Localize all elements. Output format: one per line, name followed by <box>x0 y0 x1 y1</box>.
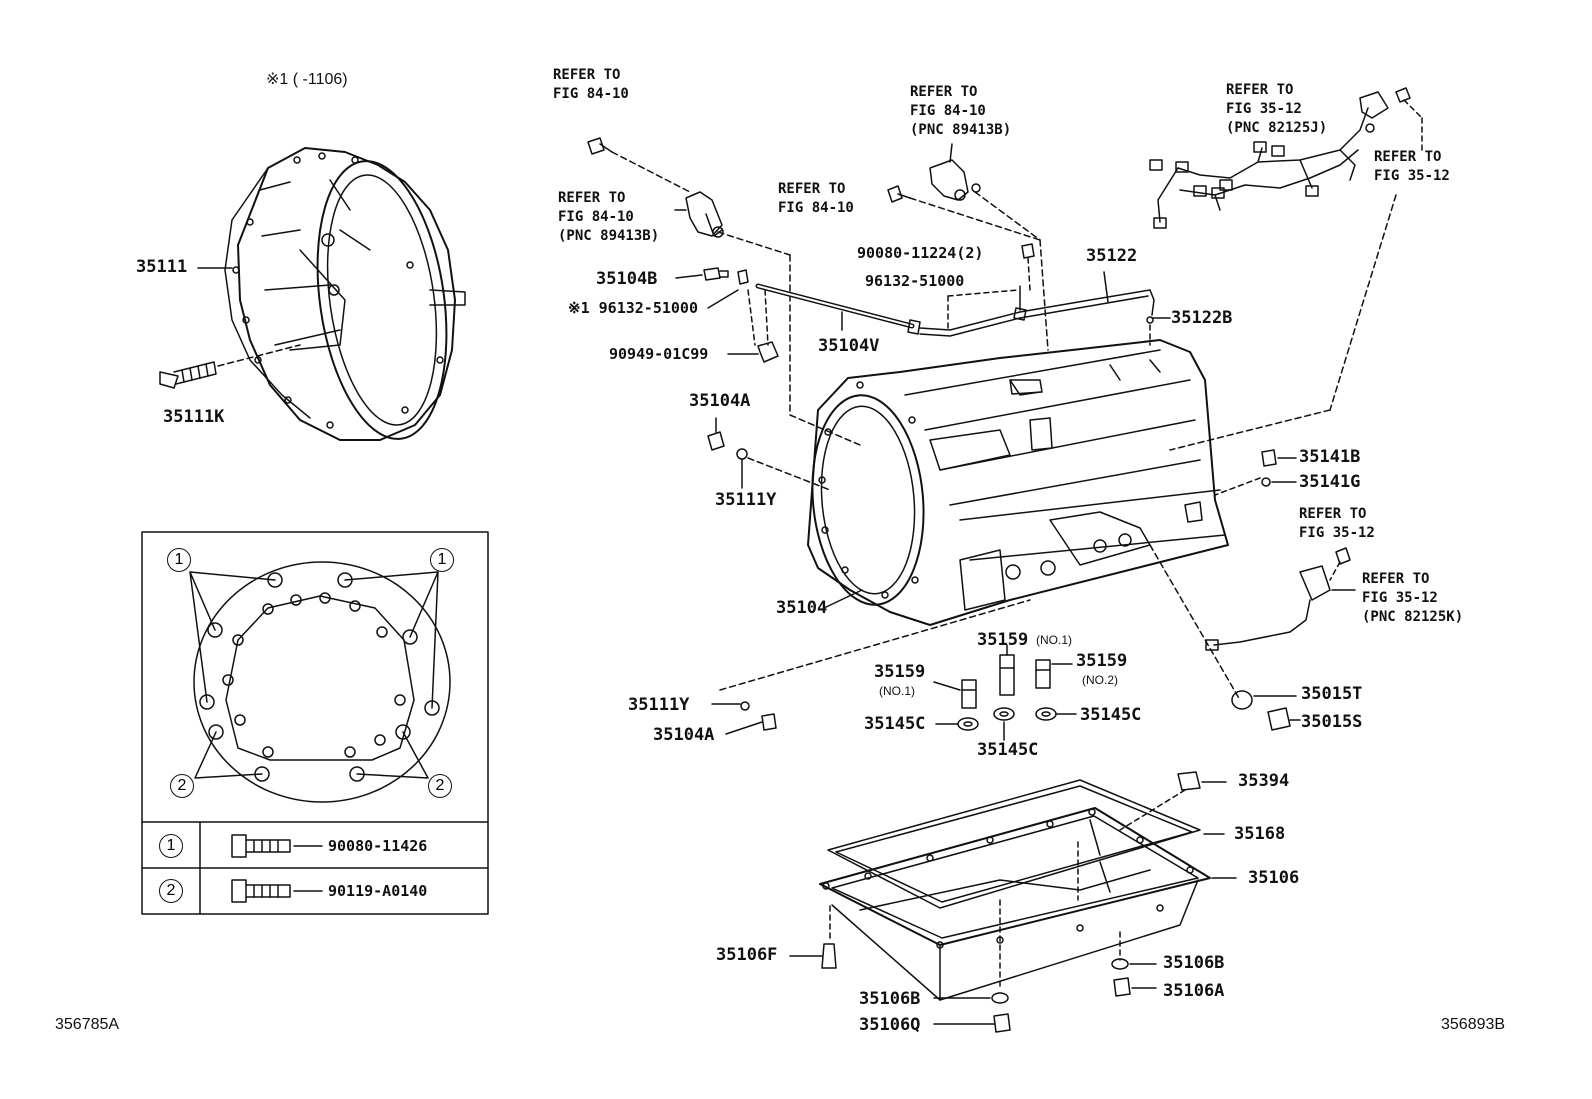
label-96132-51000-star: ※1 96132-51000 <box>568 299 698 317</box>
label-35122: 35122 <box>1086 246 1138 266</box>
sensor-89413b-right-drawing <box>929 143 981 201</box>
bolt-pattern-box <box>141 531 489 915</box>
label-35141b: 35141B <box>1299 447 1361 467</box>
label-35104a-bottom: 35104A <box>653 725 715 745</box>
sensor-89413b-left-drawing <box>674 191 724 238</box>
callout-mark-1-right: 1 <box>430 548 454 572</box>
label-35111k: 35111K <box>163 407 225 427</box>
left-small-parts-drawing <box>707 417 1031 735</box>
label-35159-no2: 35159 <box>1076 651 1128 671</box>
callout-mark-2-left: 2 <box>170 774 194 798</box>
ref-fig35-12-lower: REFER TO FIG 35-12 <box>1299 506 1375 541</box>
label-90080-11224: 90080-11224(2) <box>857 244 984 262</box>
pipe-35122-drawing <box>919 243 1171 346</box>
label-35141g: 35141G <box>1299 472 1361 492</box>
callout-mark-1-left: 1 <box>167 548 191 572</box>
tube-35104v-drawing <box>755 283 921 335</box>
label-96132-51000: 96132-51000 <box>865 272 965 290</box>
plugs-35159-drawing <box>933 644 1077 741</box>
note-no1-left: (NO.1) <box>879 684 915 698</box>
label-35104b: 35104B <box>596 269 658 289</box>
key-part-90080-11426: 90080-11426 <box>328 837 428 855</box>
label-35106f: 35106F <box>716 945 778 965</box>
label-35159-no1-left: 35159 <box>874 662 926 682</box>
header-note: ※1 ( -1106) <box>266 71 348 88</box>
key-mark-1: 1 <box>159 834 183 858</box>
ref-fig84-10-top: REFER TO FIG 84-10 <box>553 67 629 102</box>
label-35106q: 35106Q <box>859 1015 921 1035</box>
note-no2: (NO.2) <box>1082 673 1118 687</box>
label-35015t: 35015T <box>1301 684 1363 704</box>
label-35168: 35168 <box>1234 824 1286 844</box>
ref-fig84-10-mid: REFER TO FIG 84-10 <box>778 181 854 216</box>
label-35111y-top: 35111Y <box>715 490 777 510</box>
plug-35104b-drawing <box>675 267 779 363</box>
label-35104: 35104 <box>776 598 828 618</box>
label-35015s: 35015S <box>1301 712 1363 732</box>
label-35122b: 35122B <box>1171 308 1233 328</box>
ref-fig35-12-pnc82125k: REFER TO FIG 35-12 (PNC 82125K) <box>1362 571 1464 625</box>
label-35106a: 35106A <box>1163 981 1225 1001</box>
label-35394: 35394 <box>1238 771 1290 791</box>
label-35106b-left: 35106B <box>859 989 921 1009</box>
right-small-parts-drawing <box>1149 449 1356 731</box>
ref-fig84-10-pnc89413b-left: REFER TO FIG 84-10 (PNC 89413B) <box>558 190 660 244</box>
label-35104a-top: 35104A <box>689 391 751 411</box>
figure-id-right: 356893B <box>1441 1016 1506 1033</box>
ref-fig35-12-pnc82125j: REFER TO FIG 35-12 (PNC 82125J) <box>1226 82 1328 136</box>
label-35111: 35111 <box>136 257 188 277</box>
callout-mark-2-right: 2 <box>428 774 452 798</box>
label-90949-01c99: 90949-01C99 <box>609 345 709 363</box>
label-35145c-right: 35145C <box>1080 705 1142 725</box>
label-35111y-bottom: 35111Y <box>628 695 690 715</box>
note-no1-top: (NO.1) <box>1036 633 1072 647</box>
label-35106: 35106 <box>1248 868 1300 888</box>
label-35145c-mid: 35145C <box>977 740 1039 760</box>
transmission-case-drawing <box>807 339 1229 626</box>
figure-id-left: 356785A <box>55 1016 120 1033</box>
bolt-35111k-drawing <box>159 344 301 389</box>
key-part-90119-a0140: 90119-A0140 <box>328 882 428 900</box>
bell-housing-drawing <box>224 147 466 441</box>
label-35104v: 35104V <box>818 336 880 356</box>
label-35159-no1-top: 35159 <box>977 630 1029 650</box>
oil-pan-drawing <box>789 771 1237 1033</box>
ref-fig35-12-right: REFER TO FIG 35-12 <box>1374 149 1450 184</box>
ref-fig84-10-pnc89413b-top: REFER TO FIG 84-10 (PNC 89413B) <box>910 84 1012 138</box>
wire-harness-drawing <box>1149 87 1423 451</box>
label-35106b-right: 35106B <box>1163 953 1225 973</box>
label-35145c-left: 35145C <box>864 714 926 734</box>
bolt-fig84-10-mid-drawing <box>887 185 911 203</box>
bolt-fig84-10-left-drawing <box>587 137 691 193</box>
key-mark-2: 2 <box>159 879 183 903</box>
